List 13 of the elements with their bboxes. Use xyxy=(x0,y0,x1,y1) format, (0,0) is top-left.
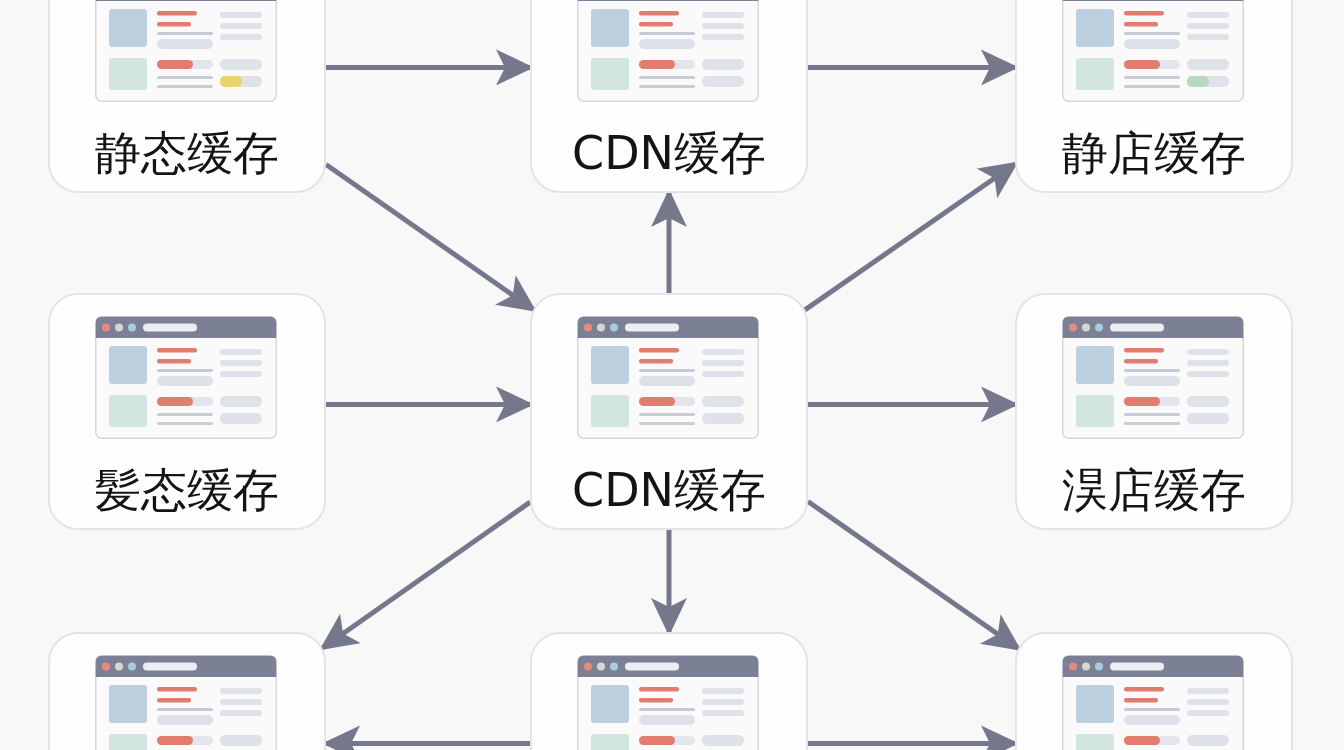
arrow xyxy=(319,500,532,651)
rounded-card xyxy=(1015,0,1293,193)
card-label: 淏店缓存 xyxy=(1062,465,1246,515)
card-label: 静店缓存 xyxy=(1062,128,1246,178)
rounded-card xyxy=(48,0,326,193)
rounded-card xyxy=(1015,293,1293,530)
rounded-card xyxy=(48,293,326,530)
rounded-card xyxy=(530,293,808,530)
card-label: 髪态缓存 xyxy=(95,465,279,515)
rounded-card xyxy=(530,0,808,193)
card-label: 静态缓存 xyxy=(95,128,279,178)
card-label: CDN缓存 xyxy=(572,465,766,515)
card-label: CDN缓存 xyxy=(572,128,766,178)
